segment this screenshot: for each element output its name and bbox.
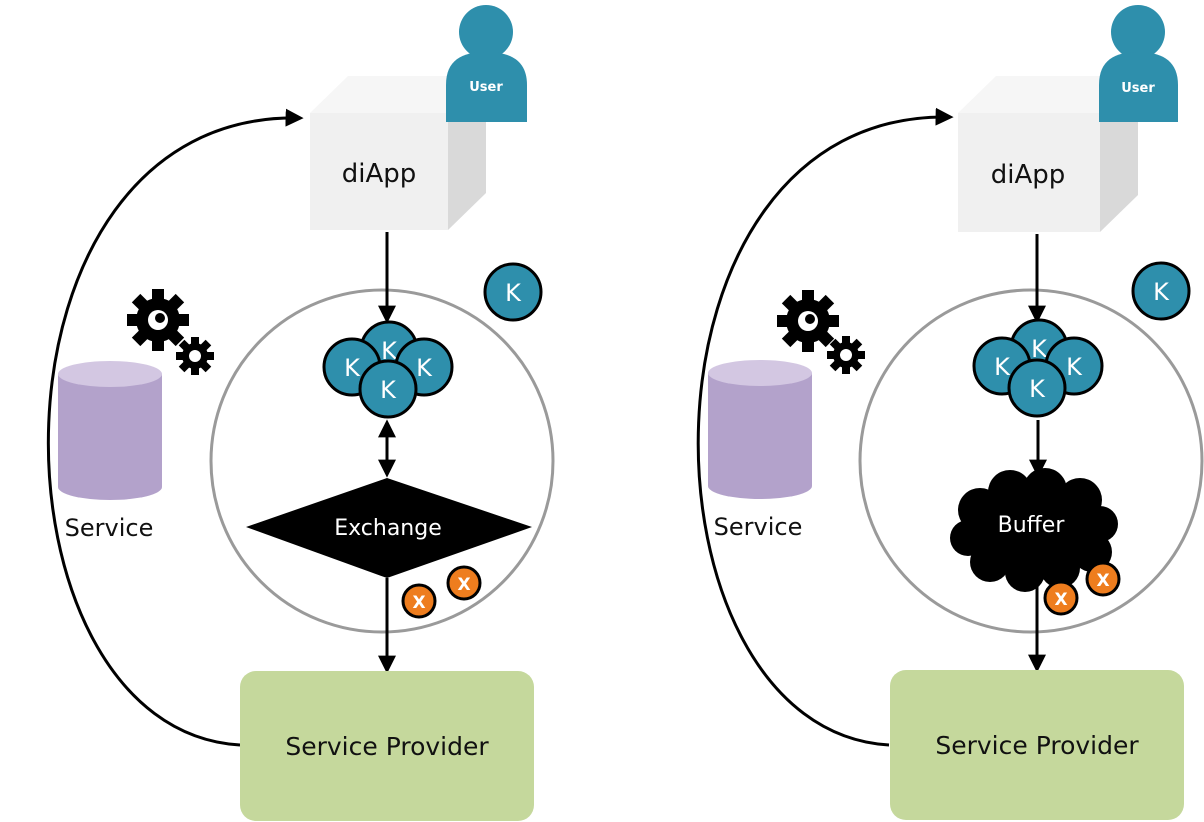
key-cluster: K K K K [322,320,454,419]
x-badge-label: X [412,593,425,613]
x-badge-label: X [1096,571,1109,591]
user-icon: User [446,5,527,122]
x-badge-label: X [457,575,470,595]
x-badge: X [401,583,437,619]
service-provider-box: Service Provider [890,670,1184,820]
exchange-label: Exchange [334,516,442,541]
x-badge: X [446,565,482,601]
cluster-key-label: K [380,376,397,404]
cluster-key-label: K [1029,375,1046,403]
gears-icon [127,289,214,375]
x-badge-label: X [1054,590,1067,610]
buffer-cloud: Buffer [950,468,1118,592]
key-badge: K [483,262,543,322]
key-badge-label: K [505,279,522,307]
exchange-diamond: Exchange [246,478,532,578]
trust-zone-circle [858,288,1204,634]
service-provider-box: Service Provider [240,671,534,821]
cluster-key-label: K [994,353,1011,381]
service-database-icon [708,360,812,499]
diapp-label: diApp [342,159,417,189]
service-provider-label: Service Provider [935,731,1139,760]
service-database-icon [58,361,162,500]
key-badge: K [1131,261,1191,321]
cluster-key-label: K [1031,335,1048,363]
panel-right: diApp User K K K K K [696,5,1204,820]
key-cluster: K K K K [972,318,1104,418]
cluster-key-label: K [344,354,361,382]
gears-icon [777,290,865,374]
feedback-loop-arrow [46,108,304,747]
service-label: Service [65,514,154,542]
x-badge: X [1043,580,1079,616]
diapp-label: diApp [991,160,1066,190]
buffer-label: Buffer [998,513,1066,538]
cluster-key-label: K [416,354,433,382]
user-icon: User [1099,5,1178,122]
feedback-loop-arrow [696,107,954,747]
service-label: Service [714,513,803,541]
key-badge-label: K [1153,278,1170,306]
user-label: User [1121,81,1155,96]
trust-zone-circle [209,288,555,634]
cluster-key-label: K [381,337,398,365]
cluster-key-label: K [1066,353,1083,381]
x-badge: X [1085,561,1121,597]
service-provider-label: Service Provider [285,732,489,761]
panel-left: diApp User K K K K K [46,5,555,821]
user-label: User [469,80,503,95]
